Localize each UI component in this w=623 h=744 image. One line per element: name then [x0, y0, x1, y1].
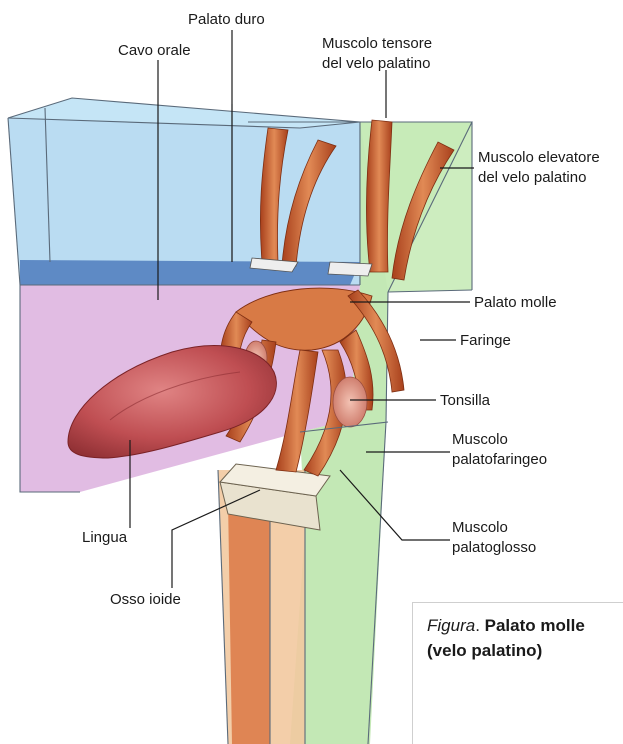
caption-line-1: Figura. Palato molle	[427, 613, 613, 638]
label-palatofaringeo-2: palatofaringeo	[452, 451, 547, 468]
label-muscolo-tensore-2: del velo palatino	[322, 55, 430, 72]
label-palatoglosso-1: Muscolo	[452, 519, 508, 536]
label-muscolo-elevatore-2: del velo palatino	[478, 169, 586, 186]
label-palatofaringeo-1: Muscolo	[452, 431, 508, 448]
label-osso-ioide: Osso ioide	[110, 591, 181, 608]
caption-title-line-1: Palato molle	[485, 616, 585, 635]
caption-line-2: (velo palatino)	[427, 638, 613, 663]
label-muscolo-elevatore-1: Muscolo elevatore	[478, 149, 600, 166]
caption-separator: .	[475, 616, 484, 635]
label-faringe: Faringe	[460, 332, 511, 349]
figure-caption: Figura. Palato molle (velo palatino)	[412, 602, 623, 744]
label-lingua: Lingua	[82, 529, 128, 546]
label-muscolo-tensore-1: Muscolo tensore	[322, 35, 432, 52]
caption-title-line-2: (velo palatino)	[427, 641, 542, 660]
label-palato-duro: Palato duro	[188, 11, 265, 28]
caption-prefix: Figura	[427, 616, 475, 635]
label-cavo-orale: Cavo orale	[118, 42, 191, 59]
label-palato-molle: Palato molle	[474, 294, 557, 311]
label-palatoglosso-2: palatoglosso	[452, 539, 536, 556]
label-tonsilla: Tonsilla	[440, 392, 491, 409]
